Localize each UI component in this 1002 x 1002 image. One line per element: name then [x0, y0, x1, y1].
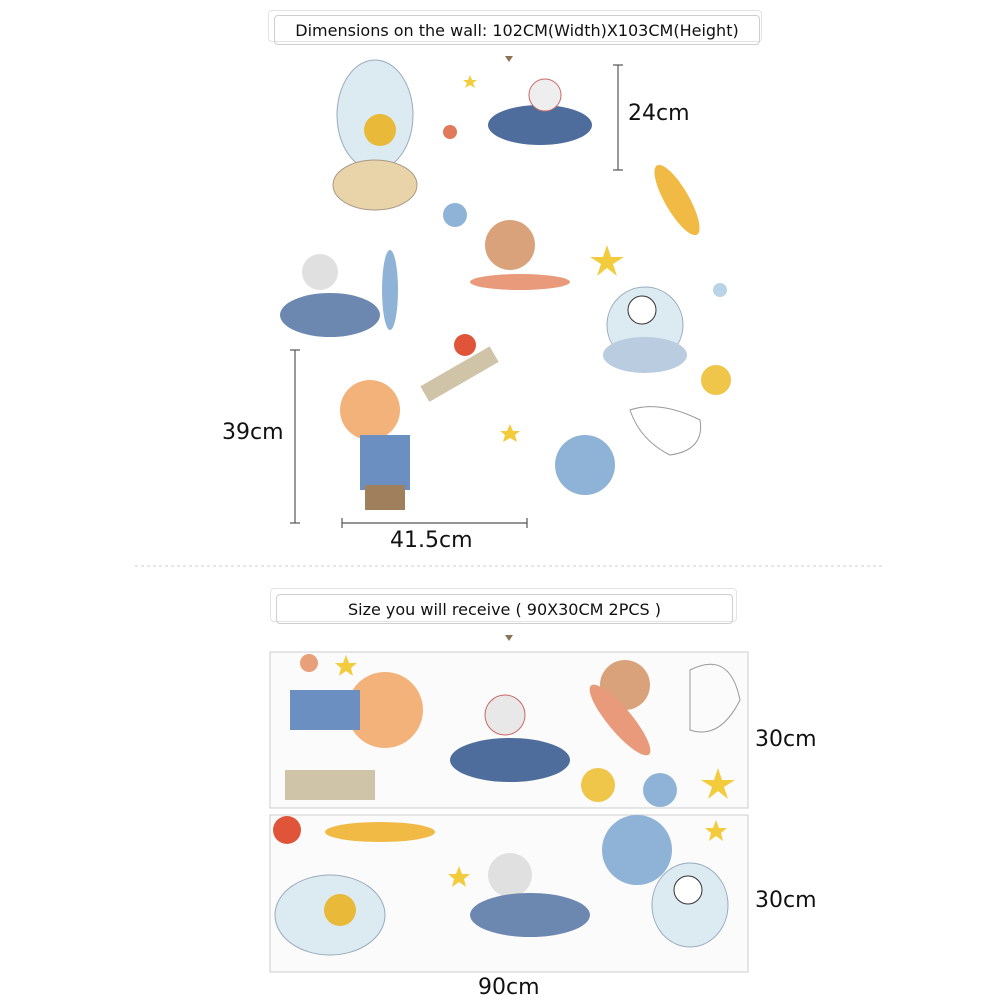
- dimension-24cm: 24cm: [628, 101, 690, 126]
- measure-lines: [290, 64, 623, 528]
- sheet-1-stickers: [285, 654, 741, 807]
- pointer-arrow-icon: [505, 56, 513, 62]
- lion-plane-sticker: [280, 250, 398, 337]
- bunny-plane-sticker: [488, 78, 592, 145]
- receive-size-title: Size you will receive ( 90X30CM 2PCS ): [276, 594, 733, 624]
- panda-ufo-sticker: [603, 286, 687, 373]
- sheet-1-height: 30cm: [755, 727, 817, 752]
- pointer-arrow-icon: [505, 635, 513, 641]
- wall-dimensions-title: Dimensions on the wall: 102CM(Width)X103…: [274, 15, 760, 45]
- rocket-sticker: [654, 164, 700, 236]
- boy-telescope-sticker: [340, 346, 499, 510]
- title-box-shadow: [268, 10, 762, 42]
- bear-plane-sticker: [470, 220, 570, 290]
- sheet-width: 90cm: [478, 975, 540, 1000]
- title-box-shadow: [270, 588, 737, 622]
- sheet-2-height: 30cm: [755, 888, 817, 913]
- bear-constellation-sticker: [629, 406, 702, 456]
- sheet-2-stickers: [273, 815, 729, 956]
- planets: [443, 125, 731, 495]
- dimension-41-5cm: 41.5cm: [390, 528, 473, 553]
- dimension-39cm: 39cm: [222, 420, 284, 445]
- ufo-dog-sticker: [332, 59, 418, 211]
- stars: [463, 75, 624, 442]
